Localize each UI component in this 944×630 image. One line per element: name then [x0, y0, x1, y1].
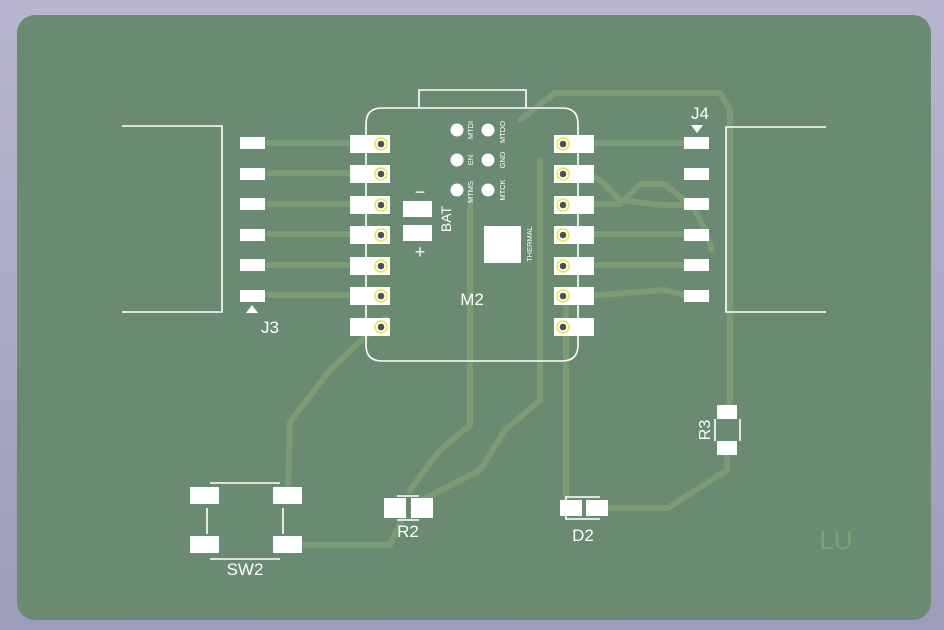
j4-pad[interactable]	[684, 229, 709, 241]
battery-pad-minus[interactable]	[403, 201, 432, 217]
j4-pad[interactable]	[684, 290, 709, 302]
j3-silkscreen-outline	[122, 125, 223, 313]
trace-layer	[265, 90, 733, 548]
j4-silkscreen-outline	[725, 126, 826, 313]
j3-pad[interactable]	[240, 229, 265, 241]
battery-pads: − + BAT	[403, 182, 454, 262]
r2-pad[interactable]	[384, 498, 406, 518]
r2-reference-label: R2	[397, 522, 419, 541]
j4-pad[interactable]	[684, 137, 709, 149]
trace[interactable]	[517, 90, 733, 415]
j3-pad[interactable]	[240, 290, 265, 302]
r3-reference-label: R3	[697, 420, 714, 441]
drill-hole	[559, 140, 567, 148]
r3-pad[interactable]	[717, 441, 737, 455]
pad-label-gnd: GND	[498, 151, 507, 168]
d2-reference-label: D2	[572, 526, 594, 545]
sw2-silkscreen-outline	[206, 482, 284, 560]
jtag-pad-en[interactable]	[450, 153, 464, 167]
jtag-pad-gnd[interactable]	[481, 153, 495, 167]
j4-pad[interactable]	[684, 168, 709, 180]
battery-pad-plus[interactable]	[403, 225, 432, 241]
drill-hole	[377, 231, 385, 239]
jtag-pad-mtdi[interactable]	[450, 123, 464, 137]
jtag-pads: MTDI MTDO EN GND MTMS MTCK	[450, 121, 507, 203]
sw2-pad[interactable]	[273, 487, 302, 504]
m2-antenna-outline	[418, 89, 527, 108]
jtag-pad-mtdo[interactable]	[481, 123, 495, 137]
sw2-reference-label: SW2	[227, 560, 264, 579]
connector-j4[interactable]: J4	[684, 104, 826, 313]
m2-reference-label: M2	[460, 290, 484, 309]
drill-hole	[377, 292, 385, 300]
thermal-label: THERMAL	[525, 226, 534, 262]
battery-plus-label: +	[415, 242, 426, 262]
r2-pad[interactable]	[411, 498, 433, 518]
j4-pad[interactable]	[684, 198, 709, 210]
m2-left-pads	[350, 135, 390, 336]
sw2-pad[interactable]	[190, 536, 219, 553]
trace[interactable]	[419, 157, 543, 503]
m2-silkscreen-outline	[365, 107, 579, 362]
drill-hole	[377, 262, 385, 270]
resistor-r2[interactable]: R2	[384, 495, 433, 541]
drill-hole	[559, 323, 567, 331]
drill-hole	[377, 170, 385, 178]
trace[interactable]	[407, 197, 473, 493]
module-m2[interactable]: MTDI MTDO EN GND MTMS MTCK − + BAT THERM…	[350, 89, 594, 362]
connector-j3[interactable]: J3	[122, 125, 279, 337]
resistor-r3[interactable]: R3	[697, 405, 741, 455]
pad-label-mtdo: MTDO	[498, 121, 507, 143]
d2-pad[interactable]	[560, 500, 582, 516]
trace[interactable]	[583, 170, 688, 208]
trace[interactable]	[603, 449, 730, 511]
board-outline[interactable]	[17, 15, 931, 620]
j3-reference-label: J3	[261, 318, 279, 337]
board-watermark: LU	[819, 525, 852, 555]
r3-pad[interactable]	[717, 405, 737, 419]
r2-silkscreen-outline	[397, 495, 419, 521]
trace[interactable]	[299, 512, 407, 548]
drill-hole	[377, 140, 385, 148]
diode-d2[interactable]: D2	[560, 496, 608, 545]
battery-minus-label: −	[415, 182, 426, 202]
drill-hole	[559, 292, 567, 300]
pin1-marker-icon	[691, 125, 703, 133]
battery-label: BAT	[438, 205, 454, 232]
j3-pad[interactable]	[240, 168, 265, 180]
drill-hole	[559, 170, 567, 178]
m2-right-pads	[554, 135, 594, 336]
r3-silkscreen-outline	[714, 419, 741, 441]
thermal-pad[interactable]	[484, 226, 521, 263]
d2-pad[interactable]	[586, 500, 608, 516]
sw2-pad[interactable]	[190, 487, 219, 504]
pad-label-mtck: MTCK	[498, 179, 507, 200]
drill-hole	[559, 262, 567, 270]
drill-hole	[377, 323, 385, 331]
j4-pad[interactable]	[684, 259, 709, 271]
j4-reference-label: J4	[691, 104, 709, 123]
j3-pad[interactable]	[240, 198, 265, 210]
pad-label-en: EN	[466, 155, 475, 165]
j3-pad[interactable]	[240, 137, 265, 149]
pin1-marker-icon	[246, 305, 258, 313]
drill-hole	[559, 201, 567, 209]
jtag-pad-mtck[interactable]	[481, 183, 495, 197]
trace[interactable]	[285, 315, 388, 498]
pad-label-mtms: MTMS	[466, 181, 475, 203]
sw2-pad[interactable]	[273, 536, 302, 553]
drill-hole	[377, 201, 385, 209]
jtag-pad-mtms[interactable]	[450, 183, 464, 197]
pad-label-mtdi: MTDI	[466, 121, 475, 139]
drill-hole	[559, 231, 567, 239]
switch-sw2[interactable]: SW2	[190, 482, 302, 579]
j3-pad[interactable]	[240, 259, 265, 271]
